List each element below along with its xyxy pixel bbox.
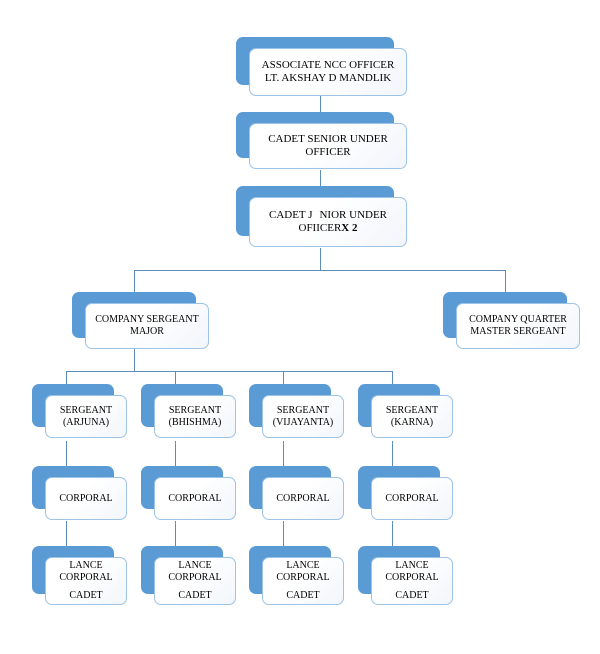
node-corporal-3[interactable]: CORPORAL [249, 466, 344, 520]
connector-sgt1-to-cpl1 [66, 441, 67, 466]
node-corporal-4[interactable]: CORPORAL [358, 466, 453, 520]
node-line-1: CORPORAL [276, 492, 330, 504]
node-lance-corporal-cadet-2[interactable]: LANCE CORPORAL CADET [141, 546, 236, 605]
node-line-1: COMPANY QUARTER [469, 314, 567, 326]
connector-sergeant-bus [66, 371, 393, 372]
node-line-1: CORPORAL [168, 492, 222, 504]
node-face: SERGEANT (BHISHMA) [154, 395, 236, 438]
node-cadet-junior-under-officer[interactable]: CADET J NIOR UNDER OFIICERX 2 [236, 186, 407, 247]
node-face: LANCE CORPORAL CADET [154, 557, 236, 605]
node-line-1: COMPANY SERGEANT [95, 314, 199, 326]
node-line-1: LANCE [286, 560, 320, 572]
node-line-1: SERGEANT [59, 404, 113, 416]
node-line-2: OFIICERX 2 [299, 222, 358, 235]
node-line-1: CADET SENIOR UNDER [268, 133, 388, 146]
node-sergeant-karna[interactable]: SERGEANT (KARNA) [358, 384, 453, 438]
node-line-1: LANCE [69, 560, 103, 572]
node-face: SERGEANT (KARNA) [371, 395, 453, 438]
node-line-1: CORPORAL [385, 492, 439, 504]
node-company-quarter-master-sergeant[interactable]: COMPANY QUARTER MASTER SERGEANT [443, 292, 580, 349]
node-line-1: ASSOCIATE NCC OFFICER [261, 59, 395, 72]
connector-bus-to-sgt1 [66, 371, 67, 384]
node-line-2: (BHISHMA) [168, 416, 222, 428]
connector-cjuo-drop [320, 248, 321, 270]
node-line-2: (KARNA) [390, 416, 434, 428]
node-line-1: SERGEANT [385, 404, 439, 416]
connector-sgt3-to-cpl3 [283, 441, 284, 466]
connector-bus-to-cqms [505, 270, 506, 292]
node-line-2: CORPORAL [59, 572, 113, 584]
node-line-2: LT. AKSHAY D MANDLIK [264, 72, 392, 84]
node-face: LANCE CORPORAL CADET [45, 557, 127, 605]
node-face: CADET J NIOR UNDER OFIICERX 2 [249, 197, 407, 247]
node-line-2: CORPORAL [385, 572, 439, 584]
node-line-1: CORPORAL [59, 492, 113, 504]
node-sergeant-vijayanta[interactable]: SERGEANT (VIJAYANTA) [249, 384, 344, 438]
node-line-1: SERGEANT [276, 404, 330, 416]
node-line-2: CORPORAL [276, 572, 330, 584]
node-line-1: CADET J NIOR UNDER [269, 209, 387, 222]
node-face: CORPORAL [371, 477, 453, 520]
node-lance-corporal-cadet-4[interactable]: LANCE CORPORAL CADET [358, 546, 453, 605]
node-face: CORPORAL [262, 477, 344, 520]
node-corporal-2[interactable]: CORPORAL [141, 466, 236, 520]
connector-bus-to-sgt3 [283, 371, 284, 384]
node-line-2: MASTER SERGEANT [470, 326, 566, 337]
node-face: CADET SENIOR UNDER OFFICER [249, 123, 407, 169]
connector-csm-drop [134, 349, 135, 371]
connector-bus-to-sgt2 [175, 371, 176, 384]
connector-ano-to-csuo [320, 96, 321, 116]
connector-cpl1-to-lcpl1 [66, 521, 67, 546]
node-line-3: CADET [69, 589, 103, 601]
connector-cjuo-bus [134, 270, 506, 271]
node-line-2: CORPORAL [168, 572, 222, 584]
node-line-1: SERGEANT [168, 404, 222, 416]
node-line-1: LANCE [178, 560, 212, 572]
node-face: CORPORAL [154, 477, 236, 520]
node-line-1-part-a: CADET J [268, 209, 313, 222]
node-line-1-part-b: NIOR UNDER [319, 209, 388, 222]
connector-cpl4-to-lcpl4 [392, 521, 393, 546]
node-line-2: OFFICER [305, 146, 351, 158]
node-line-3: CADET [286, 589, 320, 601]
node-lance-corporal-cadet-1[interactable]: LANCE CORPORAL CADET [32, 546, 127, 605]
node-line-2: (VIJAYANTA) [272, 416, 334, 428]
node-company-sergeant-major[interactable]: COMPANY SERGEANT MAJOR [72, 292, 209, 349]
connector-cpl3-to-lcpl3 [283, 521, 284, 546]
node-face: SERGEANT (ARJUNA) [45, 395, 127, 438]
node-associate-ncc-officer[interactable]: ASSOCIATE NCC OFFICER LT. AKSHAY D MANDL… [236, 37, 407, 96]
node-line-1: LANCE [395, 560, 429, 572]
node-line-2-part-b: X 2 [341, 222, 358, 234]
node-line-3: CADET [395, 589, 429, 601]
node-face: ASSOCIATE NCC OFFICER LT. AKSHAY D MANDL… [249, 48, 407, 96]
connector-bus-to-csm [134, 270, 135, 292]
node-line-3: CADET [178, 589, 212, 601]
node-face: COMPANY QUARTER MASTER SERGEANT [456, 303, 580, 349]
connector-csuo-to-cjuo [320, 170, 321, 190]
node-face: SERGEANT (VIJAYANTA) [262, 395, 344, 438]
node-face: LANCE CORPORAL CADET [262, 557, 344, 605]
node-line-2-part-a: OFIICER [298, 222, 342, 234]
connector-sgt4-to-cpl4 [392, 441, 393, 466]
node-sergeant-bhishma[interactable]: SERGEANT (BHISHMA) [141, 384, 236, 438]
node-line-2: MAJOR [130, 326, 164, 337]
connector-cpl2-to-lcpl2 [175, 521, 176, 546]
node-sergeant-arjuna[interactable]: SERGEANT (ARJUNA) [32, 384, 127, 438]
node-face: LANCE CORPORAL CADET [371, 557, 453, 605]
node-lance-corporal-cadet-3[interactable]: LANCE CORPORAL CADET [249, 546, 344, 605]
node-face: COMPANY SERGEANT MAJOR [85, 303, 209, 349]
node-cadet-senior-under-officer[interactable]: CADET SENIOR UNDER OFFICER [236, 112, 407, 169]
connector-bus-to-sgt4 [392, 371, 393, 384]
node-line-2: (ARJUNA) [62, 416, 110, 428]
node-face: CORPORAL [45, 477, 127, 520]
node-corporal-1[interactable]: CORPORAL [32, 466, 127, 520]
connector-sgt2-to-cpl2 [175, 441, 176, 466]
